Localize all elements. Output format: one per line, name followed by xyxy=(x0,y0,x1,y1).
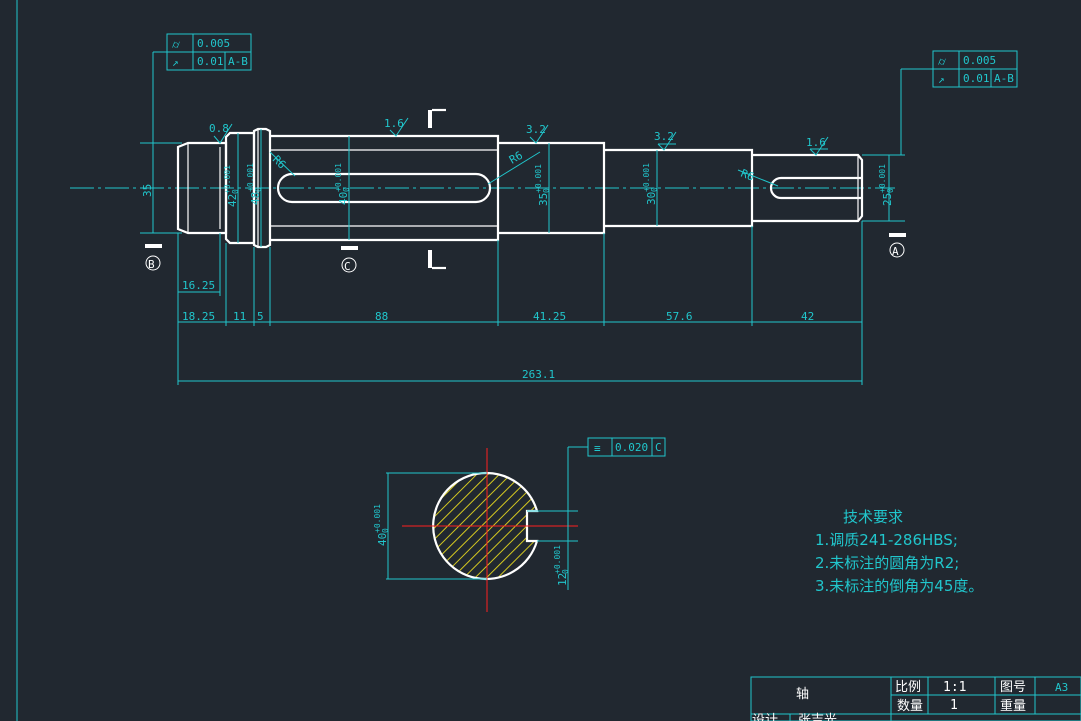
dia-48-tol: +0.0010 xyxy=(246,163,263,192)
dim-11: 11 xyxy=(233,310,246,323)
dim-total: 263.1 xyxy=(522,368,555,381)
section-view: 40 +0.0010 12 +0.0010 ≡ 0.020 C xyxy=(373,437,666,612)
dia-35b: 35 xyxy=(537,193,550,206)
tolerance-frame-left: ⌭ ↗ 0.005 0.01 A-B xyxy=(152,33,252,143)
datum-a: A xyxy=(889,233,906,258)
dim-5: 5 xyxy=(257,310,264,323)
dia-35b-tol: +0.0010 xyxy=(534,164,551,193)
dim-16-25: 16.25 xyxy=(182,279,215,292)
notes-title: 技术要求 xyxy=(843,508,903,526)
dia-40-tol: +0.0010 xyxy=(334,163,351,192)
datum-c: C xyxy=(341,246,358,273)
tol-left-datum: A-B xyxy=(228,55,248,68)
symmetry-icon: ≡ xyxy=(594,442,601,455)
dia-42: 42 xyxy=(226,194,239,207)
roughness-4: 3.2 xyxy=(654,130,674,143)
tol-right-datum: A-B xyxy=(994,72,1014,85)
dim-18-25: 18.25 xyxy=(182,310,215,323)
runout-icon: ↗ xyxy=(172,56,179,69)
qty-label: 数量 xyxy=(897,699,923,714)
dim-41-25: 41.25 xyxy=(533,310,566,323)
dia-25: 25 xyxy=(881,193,894,206)
dia-30-tol: +0.0010 xyxy=(642,163,659,192)
datum-c-label: C xyxy=(344,260,351,273)
scale-label: 比例 xyxy=(895,680,921,695)
roughness-5: 1.6 xyxy=(806,136,826,149)
roughness-2: 1.6 xyxy=(384,117,404,130)
note-1: 1.调质241-286HBS; xyxy=(815,531,958,549)
sheet-size: A3 xyxy=(1055,681,1068,694)
roughness-3: 3.2 xyxy=(526,123,546,136)
dia-25-tol: +0.0010 xyxy=(878,164,895,193)
technical-notes: 技术要求 1.调质241-286HBS; 2.未标注的圆角为R2; 3.未标注的… xyxy=(815,508,983,595)
dim-42: 42 xyxy=(801,310,814,323)
note-3: 3.未标注的倒角为45度。 xyxy=(815,577,983,595)
drawing-no-label: 图号 xyxy=(1000,680,1026,695)
radius-leaders: R6 R6 R6 xyxy=(269,149,779,187)
dia-42-tol: +0.0010 xyxy=(223,165,240,194)
datum-b-label: B xyxy=(148,258,155,271)
roughness-symbols: 0.8 1.6 3.2 3.2 1.6 xyxy=(209,117,829,156)
dim-57-6: 57.6 xyxy=(666,310,693,323)
section-markers xyxy=(428,108,446,270)
runout-icon: ↗ xyxy=(938,73,945,86)
sec-dia-40-tol: +0.0010 xyxy=(373,504,390,533)
dia-48: 48 xyxy=(249,192,262,205)
tolerance-frame-right: ⌭ ↗ 0.005 0.01 A-B xyxy=(900,50,1018,155)
part-name: 轴 xyxy=(796,687,809,702)
tol-right-value1: 0.005 xyxy=(963,54,996,67)
tol-right-value2: 0.01 xyxy=(963,72,990,85)
note-2: 2.未标注的圆角为R2; xyxy=(815,554,959,572)
weight-label: 重量 xyxy=(1000,698,1026,714)
length-dimensions: 16.25 18.25 11 5 88 41.25 57.6 42 263.1 xyxy=(177,221,863,385)
datum-b: B xyxy=(145,244,162,271)
dia-30: 30 xyxy=(645,192,658,205)
datum-a-label: A xyxy=(892,245,899,258)
designer-name: 张吉光 xyxy=(798,713,837,721)
tol-section-datum: C xyxy=(655,441,662,454)
sec-dim-12: 12 xyxy=(556,573,569,586)
radius-2: R6 xyxy=(507,149,525,167)
dia-40: 40 xyxy=(337,192,350,205)
tol-section-value: 0.020 xyxy=(615,441,648,454)
dia-35: 35 xyxy=(141,184,154,197)
cylindricity-icon: ⌭ xyxy=(172,38,180,51)
roughness-1: 0.8 xyxy=(209,122,229,135)
title-block: 轴 比例 1:1 图号 A3 数量 1 重量 设计 张吉光 xyxy=(750,676,1081,721)
qty-value: 1 xyxy=(950,698,958,713)
tol-left-value1: 0.005 xyxy=(197,37,230,50)
diameter-dimensions: 35 42 +0.0010 48 +0.0010 40 +0.0010 35 +… xyxy=(140,129,905,247)
sec-dia-40: 40 xyxy=(376,533,389,546)
cylindricity-icon: ⌭ xyxy=(938,55,946,68)
tol-left-value2: 0.01 xyxy=(197,55,224,68)
radius-1: R6 xyxy=(270,153,289,172)
sec-dim-12-tol: +0.0010 xyxy=(553,545,570,574)
dim-88: 88 xyxy=(375,310,388,323)
designer-label: 设计 xyxy=(752,713,778,721)
radius-3: R6 xyxy=(739,167,756,184)
scale-value: 1:1 xyxy=(943,680,966,695)
